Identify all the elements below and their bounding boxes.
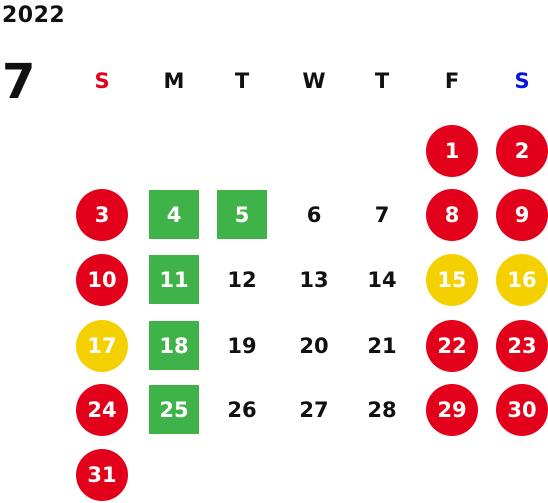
- day-10: 10: [76, 254, 128, 306]
- year-label: 2022: [2, 3, 66, 28]
- day-7: 7: [374, 203, 390, 227]
- day-24: 24: [76, 384, 128, 436]
- day-13: 13: [299, 268, 329, 292]
- month-label: 7: [2, 54, 36, 110]
- day-26: 26: [227, 398, 257, 422]
- day-19: 19: [227, 334, 257, 358]
- day-16: 16: [496, 254, 548, 306]
- day-25: 25: [149, 385, 199, 434]
- day-30: 30: [496, 384, 548, 436]
- day-11: 11: [149, 255, 199, 304]
- day-1: 1: [426, 125, 478, 177]
- weekday-mon: M: [163, 69, 185, 93]
- day-22: 22: [426, 320, 478, 372]
- day-9: 9: [496, 189, 548, 241]
- day-20: 20: [299, 334, 329, 358]
- day-27: 27: [299, 398, 329, 422]
- day-31: 31: [76, 449, 128, 501]
- day-3: 3: [76, 189, 128, 241]
- day-29: 29: [426, 384, 478, 436]
- weekday-thu: T: [374, 69, 390, 93]
- day-15: 15: [426, 254, 478, 306]
- day-17: 17: [76, 320, 128, 372]
- day-21: 21: [367, 334, 397, 358]
- day-18: 18: [149, 321, 199, 370]
- weekday-tue: T: [234, 69, 250, 93]
- day-8: 8: [426, 189, 478, 241]
- day-5: 5: [217, 190, 267, 239]
- day-23: 23: [496, 320, 548, 372]
- weekday-sat: S: [514, 69, 530, 93]
- day-4: 4: [149, 190, 199, 239]
- weekday-fri: F: [444, 69, 460, 93]
- day-14: 14: [367, 268, 397, 292]
- day-12: 12: [227, 268, 257, 292]
- weekday-wed: W: [302, 69, 326, 93]
- weekday-sun: S: [94, 69, 110, 93]
- day-6: 6: [306, 203, 322, 227]
- day-28: 28: [367, 398, 397, 422]
- day-2: 2: [496, 125, 548, 177]
